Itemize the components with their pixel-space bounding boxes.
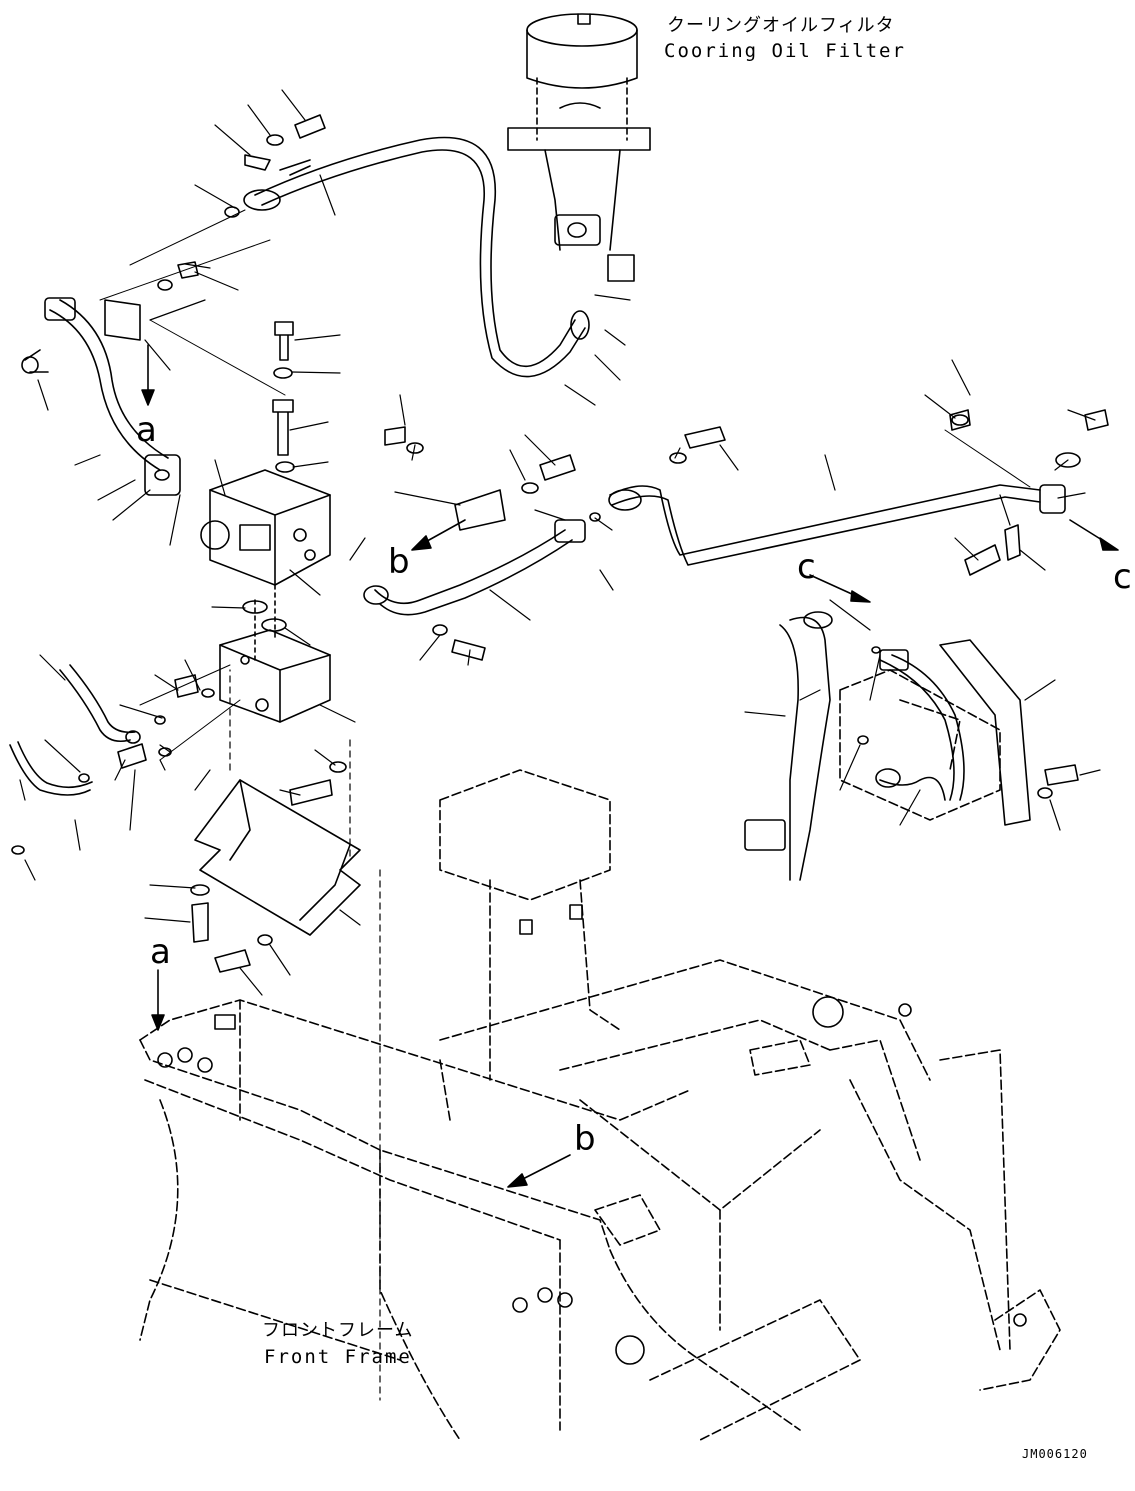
filter-hose (243, 136, 590, 378)
bolts-upper-center (157, 114, 326, 473)
left-fittings (9, 664, 215, 855)
ref-letter-c-left: c (797, 547, 816, 587)
long-pipe-right (608, 409, 1109, 576)
front-frame-label-en: Front Frame (264, 1346, 412, 1368)
drawing-code: JM006120 (1022, 1447, 1088, 1461)
upper-left-hose (21, 297, 181, 496)
frame-bolts (157, 904, 1027, 1365)
front-frame (139, 669, 1061, 1441)
valve-block (200, 469, 331, 723)
middle-pipe (363, 426, 601, 661)
ref-letter-c-right: c (1113, 557, 1132, 597)
front-frame-label-ja: フロントフレーム (262, 1320, 414, 1341)
cooling-oil-filter-label-ja: クーリングオイルフィルタ (667, 15, 895, 36)
cooling-oil-filter-label-en: Cooring Oil Filter (664, 40, 906, 62)
ref-letter-b-lower: b (574, 1119, 596, 1159)
cooling-oil-filter (507, 13, 651, 282)
mounting-bracket (190, 761, 361, 973)
leader-lines (19, 89, 1101, 1401)
ref-letter-b-upper: b (388, 542, 410, 582)
ref-letter-a-upper: a (136, 410, 157, 450)
direction-arrows (141, 344, 1119, 1188)
right-lower-pipe (744, 611, 1079, 881)
ref-letter-a-lower: a (150, 932, 171, 972)
